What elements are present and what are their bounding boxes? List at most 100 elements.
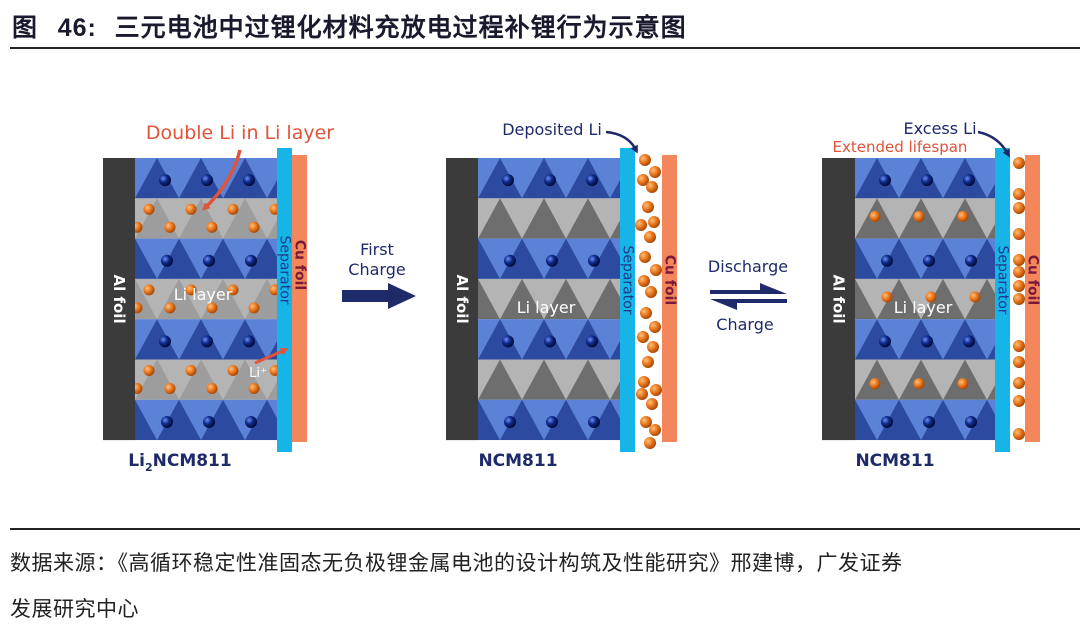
li-atom — [227, 203, 239, 215]
transition-metal-atom — [159, 335, 171, 348]
octahedron-facet — [855, 399, 877, 441]
excess-li-atom — [1013, 266, 1025, 278]
octahedron-facet — [478, 319, 522, 360]
octahedron-facet — [311, 198, 355, 238]
octahedron-facet — [179, 319, 223, 360]
figure-caption: 三元电池中过锂化材料充放电过程补锂行为示意图 — [114, 13, 687, 42]
deposited-li-atom — [644, 437, 656, 449]
deposited-li-atom — [650, 264, 662, 276]
transition-metal-atom — [502, 174, 514, 187]
figure-number: 46: — [57, 14, 97, 42]
excess-li-atom — [1013, 428, 1025, 440]
octahedron-facet — [500, 278, 544, 320]
transition-metal-atom — [245, 415, 257, 428]
separator — [995, 148, 1010, 452]
octahedron-facet — [610, 220, 620, 239]
li-atom — [869, 378, 881, 390]
li-layer — [478, 278, 620, 320]
transition-metal-atom — [161, 254, 173, 267]
tm-oxide-layer — [135, 238, 277, 279]
cu-foil — [1025, 155, 1040, 442]
cu-foil — [292, 155, 307, 442]
li-layer-label: Li layer — [174, 285, 233, 304]
tm-oxide-layer — [855, 238, 995, 279]
tm-oxide-layer — [135, 158, 355, 199]
li-atom — [164, 302, 176, 314]
octahedron-facet — [522, 198, 566, 239]
li-atom — [143, 284, 155, 296]
octahedron-facet — [311, 158, 355, 198]
transition-metal-atom — [544, 335, 556, 348]
transition-metal-atom — [588, 415, 600, 428]
source-note: 数据来源：《高循环稳定性准固态无负极锂金属电池的设计构筑及性能研究》邢建博，广发… — [10, 540, 1080, 632]
deposited-li-atom — [639, 154, 651, 166]
excess-li-atom — [1013, 395, 1025, 407]
excess-li-atom — [1013, 293, 1025, 305]
octahedron-facet — [522, 359, 566, 400]
octahedron-facet — [588, 238, 620, 279]
octahedron-facet — [157, 238, 201, 279]
octahedron-facet — [179, 158, 223, 199]
li-atom — [869, 210, 881, 222]
tm-oxide-layer — [855, 399, 995, 441]
deposited-li-atom — [640, 307, 652, 319]
transition-metal-atom — [921, 335, 933, 348]
caption-rest: NCM811 — [153, 451, 232, 471]
li-layer — [855, 198, 995, 239]
octahedron-facet — [478, 278, 500, 320]
annotation-arrow — [977, 130, 1010, 158]
deposited-li-atom — [648, 216, 660, 228]
octahedron-facet — [245, 399, 277, 441]
deposited-li-atom — [649, 166, 661, 178]
li-atom — [206, 302, 218, 314]
deposited-li-atom — [647, 341, 659, 353]
transition-metal-atom — [546, 415, 558, 428]
li-atom — [135, 383, 143, 394]
al-foil-label: Al foil — [830, 275, 848, 324]
li-atom — [269, 365, 277, 376]
transition-metal-atom — [879, 335, 891, 348]
excess-li-atom — [1013, 188, 1025, 200]
li-layer — [135, 278, 277, 320]
separator-label: Separator — [995, 245, 1011, 314]
octahedron-facet — [987, 183, 995, 199]
octahedron-facet — [135, 238, 157, 279]
li-atom — [248, 383, 260, 394]
octahedron-facet — [965, 238, 995, 279]
caption-main: NCM811 — [478, 451, 557, 471]
octahedron-facet — [588, 278, 620, 320]
li-atom — [969, 291, 981, 303]
transition-metal-atom — [546, 254, 558, 267]
transition-metal-atom — [203, 415, 215, 428]
li-atom — [227, 365, 239, 376]
deposited-li-atom — [649, 424, 661, 436]
octahedron-facet — [135, 319, 179, 360]
octahedron-facet — [267, 179, 277, 199]
source-line-1: 数据来源：《高循环稳定性准固态无负极锂金属电池的设计构筑及性能研究》邢建博，广发… — [10, 551, 903, 575]
octahedron-facet — [899, 319, 943, 360]
transition-label-top: First — [360, 240, 394, 259]
li-atom — [248, 221, 260, 233]
octahedron-facet — [855, 158, 899, 199]
tm-oxide-layer — [855, 158, 995, 199]
li-atom — [913, 210, 925, 222]
excess-li-atom — [1013, 280, 1025, 292]
octahedron-facet — [267, 381, 277, 400]
li-layer — [135, 359, 277, 400]
transition-metal-atom — [544, 174, 556, 187]
transition-metal-atom — [201, 174, 213, 187]
deposited-li-atom — [636, 388, 648, 400]
deposited-li-atom — [649, 321, 661, 333]
octahedron-facet — [201, 399, 245, 441]
annotation-extended-lifespan: Extended lifespan — [833, 138, 968, 156]
li-layer-label: Li layer — [517, 298, 576, 317]
li-atom — [206, 383, 218, 394]
octahedron-facet — [267, 220, 277, 239]
li-atom — [164, 221, 176, 233]
li-atom — [185, 203, 197, 215]
octahedron-facet — [877, 278, 921, 320]
octahedron-facet — [311, 319, 355, 359]
li-atom — [185, 365, 197, 376]
